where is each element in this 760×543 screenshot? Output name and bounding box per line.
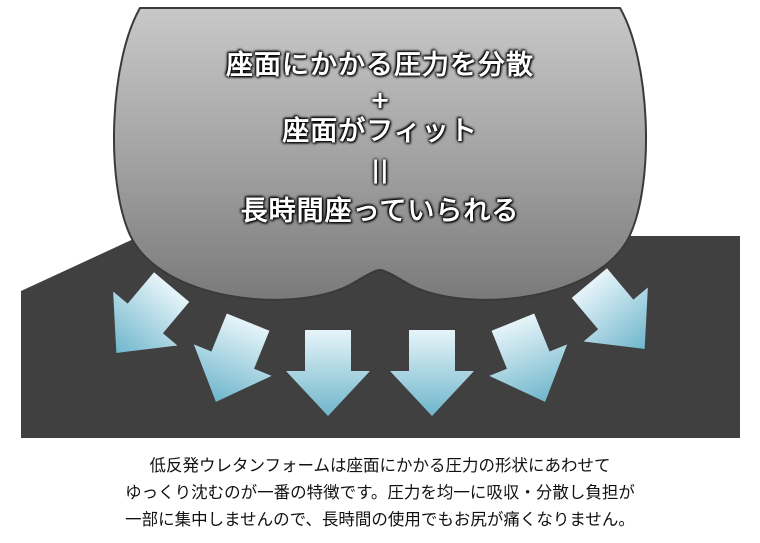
caption-line-1: 低反発ウレタンフォームは座面にかかる圧力の形状にあわせて bbox=[149, 456, 611, 475]
plus-symbol: + bbox=[369, 86, 391, 114]
equals-symbol: || bbox=[371, 156, 389, 184]
description-caption: 低反発ウレタンフォームは座面にかかる圧力の形状にあわせて ゆっくり沈むのが一番の… bbox=[0, 452, 760, 533]
headline-line-2: 座面がフィット bbox=[282, 116, 478, 147]
headline-line-3: 長時間座っていられる bbox=[240, 196, 520, 227]
seated-body-shape bbox=[112, 7, 648, 301]
caption-line-3: 一部に集中しませんので、長時間の使用でもお尻が痛くなりません。 bbox=[125, 510, 635, 529]
headline-line-1: 座面にかかる圧力を分散 bbox=[226, 50, 534, 81]
caption-line-2: ゆっくり沈むのが一番の特徴です。圧力を均一に吸収・分散し負担が bbox=[125, 483, 635, 502]
